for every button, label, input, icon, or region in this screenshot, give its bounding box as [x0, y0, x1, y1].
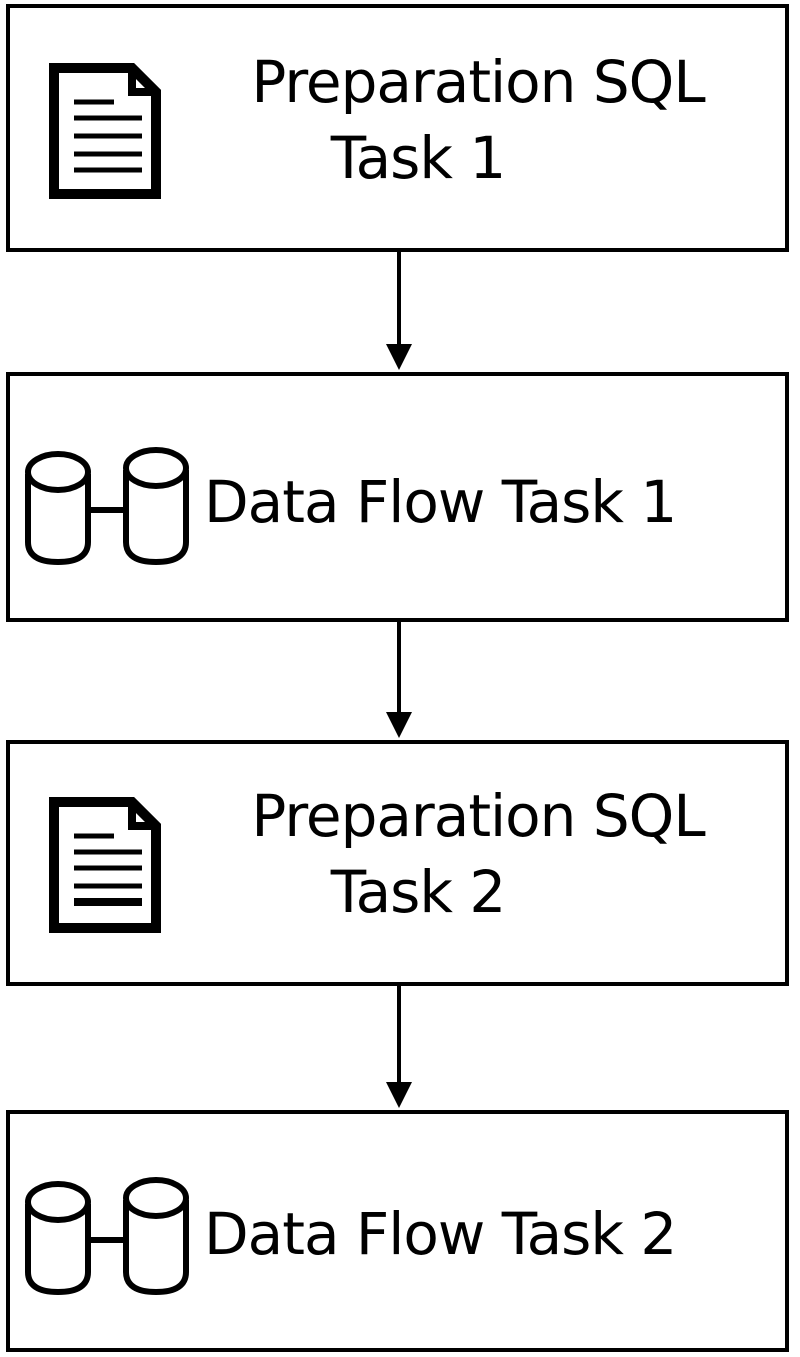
label-line-2: Task 1 [330, 124, 507, 192]
connector-line [397, 252, 401, 348]
document-icon [49, 63, 161, 199]
label-line-2: Task 2 [330, 858, 507, 926]
node-data-flow-task-2[interactable]: Data Flow Task 2 [6, 1110, 789, 1352]
node-label: Preparation SQL Task 2 [178, 778, 778, 930]
arrowhead-icon [386, 712, 412, 738]
database-pair-icon [25, 1177, 189, 1296]
connector-line [397, 622, 401, 716]
arrowhead-icon [386, 1082, 412, 1108]
arrowhead-icon [386, 344, 412, 370]
connector-line [397, 986, 401, 1086]
document-icon [49, 797, 161, 933]
label-line-1: Preparation SQL [251, 782, 705, 850]
node-preparation-sql-task-1[interactable]: Preparation SQL Task 1 [6, 4, 789, 252]
node-label: Data Flow Task 1 [204, 468, 677, 536]
node-label: Preparation SQL Task 1 [178, 44, 778, 196]
node-label: Data Flow Task 2 [204, 1200, 677, 1268]
label-line-1: Preparation SQL [251, 48, 705, 116]
node-preparation-sql-task-2[interactable]: Preparation SQL Task 2 [6, 740, 789, 986]
database-pair-icon [25, 447, 189, 566]
node-data-flow-task-1[interactable]: Data Flow Task 1 [6, 372, 789, 622]
